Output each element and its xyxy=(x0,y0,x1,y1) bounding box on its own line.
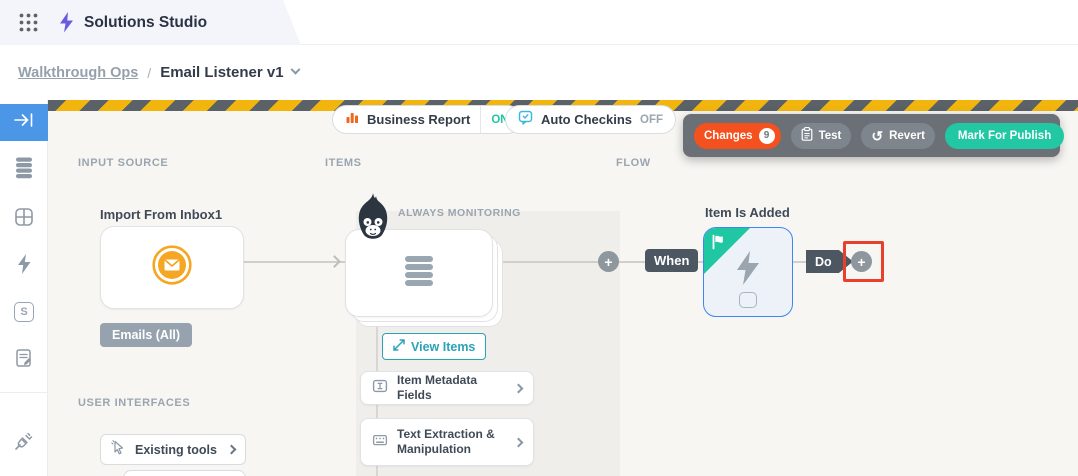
chat-check-icon xyxy=(518,110,533,130)
app-launcher-grid-icon[interactable] xyxy=(18,12,39,33)
chevron-down-icon xyxy=(290,64,301,75)
clipboard-icon xyxy=(801,127,813,144)
lightning-icon xyxy=(15,253,33,280)
view-items-button[interactable]: View Items xyxy=(382,333,487,360)
sidebar-divider xyxy=(0,392,47,393)
emails-filter-badge[interactable]: Emails (All) xyxy=(100,323,193,347)
pill-divider xyxy=(480,106,482,133)
sidebar-item-collapse-active[interactable] xyxy=(0,104,48,141)
always-monitoring-label: ALWAYS MONITORING xyxy=(398,207,521,219)
cursor-click-icon xyxy=(111,439,126,460)
sidebar-item-notes[interactable] xyxy=(13,348,35,373)
do-label-tag: Do xyxy=(806,250,853,273)
solution-name-dropdown[interactable]: Email Listener v1 xyxy=(160,64,301,81)
sidebar-item-widgets[interactable] xyxy=(13,207,35,232)
plus-icon: + xyxy=(604,253,613,270)
grid-window-icon xyxy=(14,207,34,232)
column-label-flow: FLOW xyxy=(616,157,651,169)
business-report-label: Business Report xyxy=(367,112,471,127)
monitoring-mascot-icon xyxy=(350,192,396,251)
business-report-toggle[interactable]: Business Report ON xyxy=(332,105,522,134)
business-report-state: ON xyxy=(491,113,509,126)
breadcrumb-bar: Walkthrough Ops / Email Listener v1 Busi… xyxy=(0,45,1078,134)
item-metadata-fields-button[interactable]: Item Metadata Fields xyxy=(360,371,534,405)
database-icon xyxy=(13,155,35,184)
lightning-icon xyxy=(733,250,763,291)
sidebar-item-connections[interactable] xyxy=(13,432,35,454)
solution-name: Email Listener v1 xyxy=(160,64,284,81)
app-header: Solutions Studio xyxy=(0,0,1078,45)
plus-icon: + xyxy=(857,253,866,270)
view-items-label: View Items xyxy=(411,339,476,354)
brand-bolt-icon xyxy=(59,12,74,38)
revert-icon: ↺ xyxy=(871,127,884,144)
stack-layer xyxy=(345,229,493,317)
s-square-icon: S xyxy=(14,302,34,322)
app-title: Solutions Studio xyxy=(84,14,208,31)
breadcrumb: Walkthrough Ops / Email Listener v1 xyxy=(18,45,301,100)
auto-checkins-state: OFF xyxy=(640,113,664,126)
item-metadata-fields-label: Item Metadata Fields xyxy=(397,373,478,402)
changes-count-badge: 9 xyxy=(758,127,775,144)
text-extraction-label: Text Extraction & Manipulation xyxy=(397,427,495,456)
bar-chart-icon xyxy=(345,110,359,129)
existing-tools-button[interactable]: Existing tools xyxy=(100,434,246,465)
database-icon xyxy=(399,251,439,296)
existing-tools-label: Existing tools xyxy=(135,442,217,457)
connector-input-to-items xyxy=(244,261,345,263)
add-when-step-button[interactable]: + xyxy=(598,251,619,272)
item-is-added-node[interactable] xyxy=(703,227,793,317)
sidebar-item-s[interactable]: S xyxy=(13,301,35,323)
keyboard-icon xyxy=(372,432,388,453)
document-edit-icon xyxy=(14,348,34,373)
mark-for-publish-button[interactable]: Mark For Publish xyxy=(944,122,1065,149)
changes-button[interactable]: Changes 9 xyxy=(694,122,781,149)
chevron-right-icon xyxy=(513,383,524,393)
publish-toolbar: Changes 9 Test ↺ Revert Mark For Publish xyxy=(683,114,1065,157)
auto-checkins-label: Auto Checkins xyxy=(541,112,633,127)
import-from-inbox-node[interactable] xyxy=(100,226,244,309)
revert-button[interactable]: ↺ Revert xyxy=(861,122,935,149)
items-stack-node[interactable] xyxy=(345,229,503,327)
when-label-tag: When xyxy=(645,249,699,272)
column-label-user-interfaces: USER INTERFACES xyxy=(78,397,191,409)
auto-checkins-toggle[interactable]: Auto Checkins OFF xyxy=(505,105,677,134)
sidebar-item-data[interactable] xyxy=(13,157,35,180)
test-button[interactable]: Test xyxy=(790,122,852,149)
changes-label: Changes xyxy=(704,129,753,142)
column-label-input-source: INPUT SOURCE xyxy=(78,157,169,169)
input-node-title: Import From Inbox1 xyxy=(100,207,223,222)
email-icon xyxy=(152,245,192,290)
plug-icon xyxy=(13,430,35,457)
add-do-step-button[interactable]: + xyxy=(851,251,872,272)
flag-icon xyxy=(710,233,728,256)
chevron-right-icon xyxy=(513,437,524,447)
sidebar-item-flows[interactable] xyxy=(13,253,35,280)
arrow-to-line-icon xyxy=(12,110,36,135)
expand-arrows-icon xyxy=(393,339,405,354)
text-extraction-button[interactable]: Text Extraction & Manipulation xyxy=(360,418,534,466)
test-label: Test xyxy=(818,129,842,142)
publish-label: Mark For Publish xyxy=(957,129,1052,142)
highlight-annotation-box xyxy=(843,241,884,282)
chevron-right-icon xyxy=(226,444,237,455)
column-label-items: ITEMS xyxy=(325,157,362,169)
node-checkbox[interactable] xyxy=(739,292,757,308)
breadcrumb-separator: / xyxy=(147,64,152,81)
revert-label: Revert xyxy=(889,129,925,142)
text-field-icon xyxy=(372,378,388,399)
breadcrumb-parent-link[interactable]: Walkthrough Ops xyxy=(18,64,139,81)
partial-tool-button[interactable] xyxy=(123,470,246,476)
header-accent-shape xyxy=(0,0,301,45)
flow-node-title: Item Is Added xyxy=(705,205,790,220)
tools-sidebar: S xyxy=(0,100,48,476)
